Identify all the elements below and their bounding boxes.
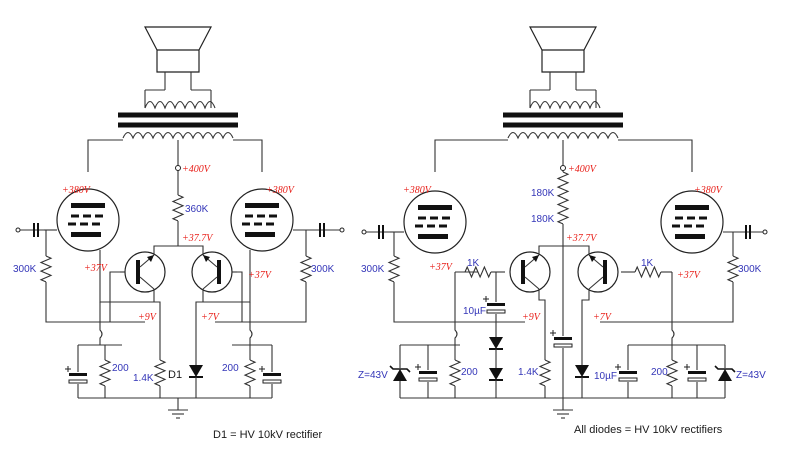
component-label: 300K	[738, 264, 762, 275]
resistor-icon	[557, 197, 569, 225]
footnote: All diodes = HV 10kV rectifiers	[574, 424, 723, 436]
resistor-icon	[172, 194, 184, 222]
resistor-icon	[244, 359, 256, 387]
component-label: 200	[461, 367, 478, 378]
voltage-label: +7V	[593, 312, 613, 323]
diode-icon	[488, 336, 504, 350]
ground-icon	[167, 409, 189, 419]
capacitor-icon	[549, 329, 573, 348]
resistor-icon	[557, 171, 569, 199]
component-label: 180K	[531, 188, 555, 199]
voltage-label: +400V	[182, 164, 212, 175]
voltage-label: +7V	[201, 312, 221, 323]
component-label: 180K	[531, 214, 555, 225]
capacitor-icon	[258, 365, 282, 384]
diode-icon	[188, 364, 204, 378]
component-label: 300K	[361, 264, 385, 275]
voltage-label: +37.7V	[566, 233, 598, 244]
component-label: 1.4K	[133, 373, 154, 384]
voltage-label: +380V	[62, 185, 92, 196]
transistor-left-icon	[124, 251, 166, 293]
voltage-label: +37V	[84, 263, 109, 274]
component-label: 1K	[641, 258, 654, 269]
voltage-label: +9V	[522, 312, 542, 323]
component-label: Z=43V	[358, 370, 388, 381]
speaker-icon	[144, 26, 212, 73]
component-label: 300K	[311, 264, 335, 275]
voltage-label: +380V	[266, 185, 296, 196]
tube-right-icon	[659, 189, 725, 255]
component-label: D1	[168, 369, 182, 381]
component-label: 360K	[185, 204, 209, 215]
component-label: 200	[651, 367, 668, 378]
component-label: Z=43V	[736, 370, 766, 381]
diode-icon	[574, 364, 590, 378]
resistor-icon	[300, 255, 312, 283]
output-transformer-icon	[118, 102, 238, 139]
capacitor-icon	[614, 363, 638, 382]
resistor-icon	[539, 359, 551, 387]
voltage-label: +37V	[677, 270, 702, 281]
resistor-icon	[727, 255, 739, 283]
component-label: 10µF	[463, 306, 486, 317]
transistor-right-icon	[191, 251, 233, 293]
component-label: 1.4K	[518, 367, 539, 378]
transistor-left-icon	[509, 251, 551, 293]
transistor-right-icon	[577, 251, 619, 293]
resistor-icon	[154, 359, 166, 387]
diode-icon	[488, 367, 504, 381]
resistor-icon	[99, 359, 111, 387]
resistor-icon	[666, 359, 678, 387]
resistor-icon	[449, 359, 461, 387]
output-transformer-icon	[503, 102, 623, 139]
component-label: 300K	[13, 264, 37, 275]
tube-left-icon	[55, 187, 121, 253]
speaker-icon	[529, 26, 597, 73]
capacitor-icon	[64, 365, 88, 384]
resistor-icon	[388, 255, 400, 283]
capacitor-icon	[683, 363, 707, 382]
right-circuit: +380V +380V +400V +37.7V +37V +37V +9V +…	[358, 26, 768, 436]
resistor-icon	[40, 255, 52, 283]
capacitor-icon	[482, 295, 506, 314]
voltage-label: +400V	[568, 164, 598, 175]
component-label: 1K	[467, 258, 480, 269]
voltage-label: +9V	[138, 312, 158, 323]
footnote: D1 = HV 10kV rectifier	[213, 429, 322, 441]
component-label: 200	[222, 363, 239, 374]
voltage-label: +37V	[429, 262, 454, 273]
ground-icon	[552, 409, 574, 419]
component-label: 10µF	[594, 371, 617, 382]
voltage-label: +380V	[694, 185, 724, 196]
capacitor-icon	[414, 363, 438, 382]
tube-right-icon	[229, 187, 295, 253]
voltage-label: +37.7V	[182, 233, 214, 244]
voltage-label: +37V	[248, 270, 273, 281]
voltage-label: +380V	[403, 185, 433, 196]
component-label: 200	[112, 363, 129, 374]
tube-left-icon	[402, 189, 468, 255]
left-circuit: +380V +380V +400V +37.7V +37V +37V +9V +…	[13, 26, 345, 441]
zener-diode-icon	[714, 365, 736, 382]
zener-diode-icon	[389, 365, 411, 382]
